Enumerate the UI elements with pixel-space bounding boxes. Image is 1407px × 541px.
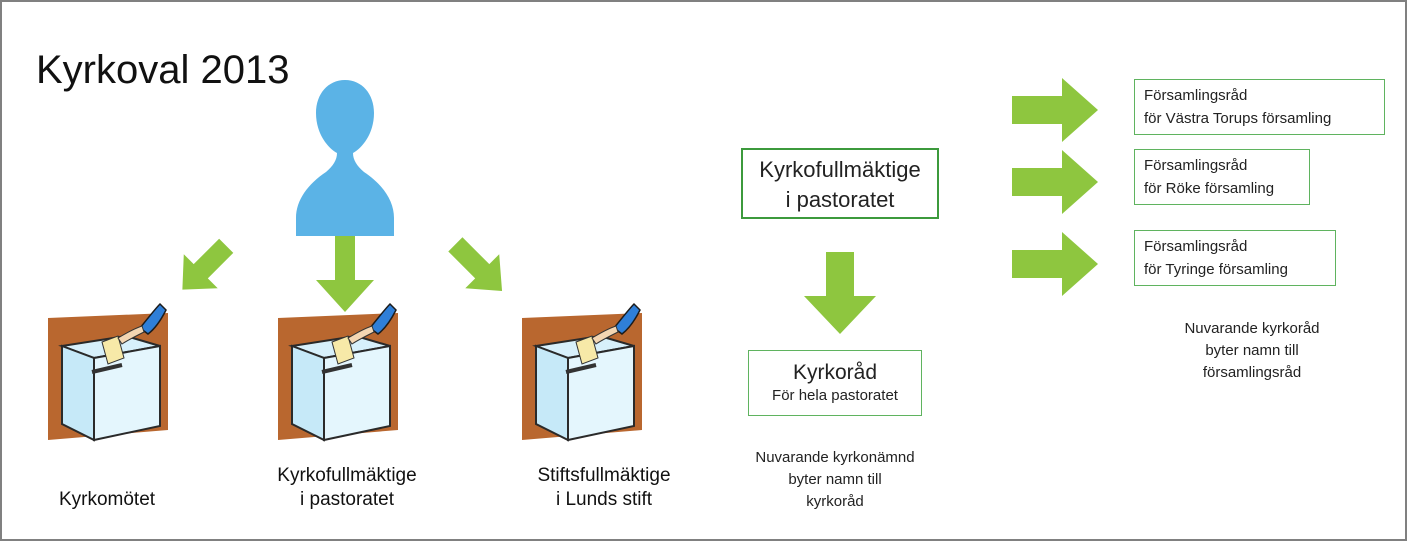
arrow-icon: [1012, 232, 1098, 296]
parish-box-vastra-torup: Församlingsråd för Västra Torups församl…: [1134, 79, 1385, 135]
note-line: Nuvarande kyrkoråd: [1184, 320, 1320, 337]
parish-box-line: för Tyringe församling: [1144, 261, 1288, 278]
kyrkorad-title: Kyrkoråd: [792, 361, 878, 384]
ballot-label-kyrkomotet: Kyrkomötet: [32, 488, 182, 512]
ballot-box-icon: [522, 302, 642, 442]
label-line: Stiftsfullmäktige: [537, 465, 671, 486]
arrow-icon: [1012, 78, 1098, 142]
council-box: Kyrkofullmäktige i pastoratet: [741, 148, 939, 219]
label-line: i Lunds stift: [555, 489, 653, 510]
note-line: byter namn till: [1205, 342, 1299, 359]
parish-box-tyringe: Församlingsråd för Tyringe församling: [1134, 230, 1336, 286]
note-line: församlingsråd: [1202, 364, 1302, 381]
ballot-box-icon: [48, 302, 168, 442]
note-line: kyrkoråd: [806, 493, 864, 510]
parish-box-line: för Röke församling: [1144, 180, 1275, 197]
arrow-icon: [316, 236, 374, 312]
parish-box-line: Församlingsråd: [1144, 157, 1248, 174]
voter-person-icon: [296, 80, 394, 236]
parish-box-roke: Församlingsråd för Röke församling: [1134, 149, 1310, 205]
council-box-line: i pastoratet: [785, 187, 895, 212]
ballot-label-stiftsfullmaktige: Stiftsfullmäktige i Lunds stift: [514, 464, 694, 512]
arrow-icon: [1012, 150, 1098, 214]
label-line: Kyrkomötet: [58, 489, 156, 510]
arrow-icon: [448, 237, 503, 292]
parish-note: Nuvarande kyrkoråd byter namn till försa…: [1152, 318, 1352, 384]
label-line: i pastoratet: [300, 489, 394, 510]
parish-box-line: Församlingsråd: [1144, 238, 1248, 255]
page-title: Kyrkoval 2013: [36, 48, 290, 92]
note-line: Nuvarande kyrkonämnd: [755, 449, 915, 466]
kyrkorad-subtitle: För hela pastoratet: [772, 387, 898, 404]
label-line: Kyrkofullmäktige: [277, 465, 417, 486]
arrow-icon: [804, 252, 876, 334]
ballot-box-icon: [278, 302, 398, 442]
note-line: byter namn till: [788, 471, 882, 488]
ballot-label-kyrkofullmaktige: Kyrkofullmäktige i pastoratet: [252, 464, 442, 512]
parish-box-line: för Västra Torups församling: [1144, 110, 1332, 127]
arrow-icon: [182, 238, 234, 290]
council-box-line: Kyrkofullmäktige: [759, 157, 921, 182]
kyrkorad-note: Nuvarande kyrkonämnd byter namn till kyr…: [725, 447, 945, 513]
kyrkorad-box: Kyrkoråd För hela pastoratet: [748, 350, 922, 416]
parish-box-line: Församlingsråd: [1144, 87, 1248, 104]
